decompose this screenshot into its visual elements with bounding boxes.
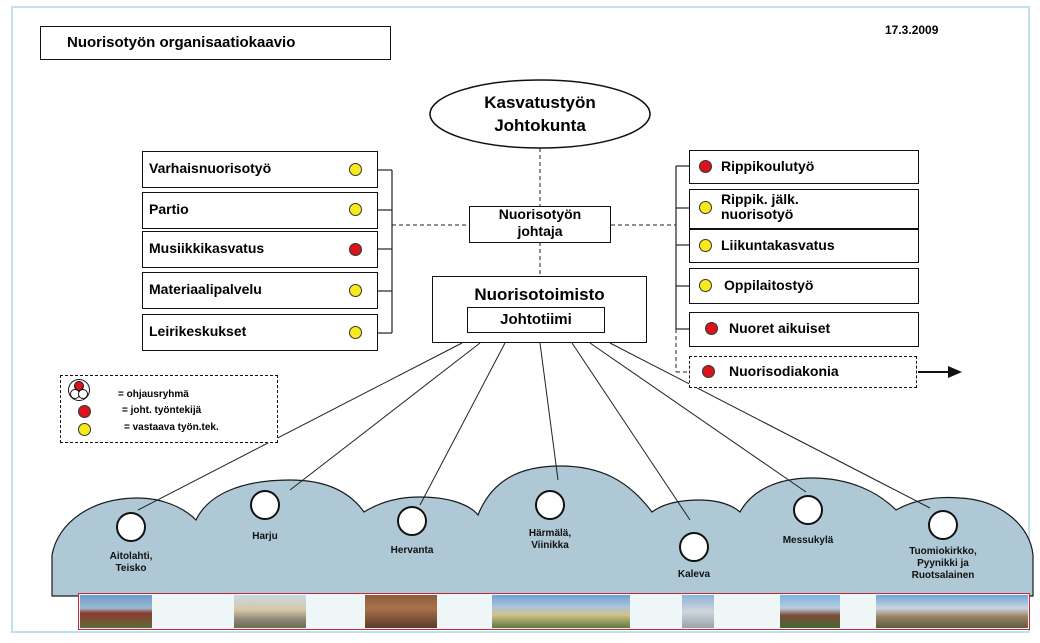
red-marker-icon — [705, 322, 718, 335]
unit-label: Musiikkikasvatus — [149, 240, 265, 256]
unit-label-line-1: Rippik. jälk. — [721, 191, 799, 207]
yellow-marker-icon — [349, 284, 362, 297]
unit-partio — [142, 192, 378, 229]
board-ellipse — [429, 79, 651, 149]
legend-responsible-label: = vastaava työn.tek. — [124, 422, 219, 433]
unit-label: Liikuntakasvatus — [721, 237, 835, 253]
yellow-marker-icon — [349, 163, 362, 176]
unit-label: Oppilaitostyö — [724, 277, 814, 293]
unit-materiaalipalvelu — [142, 272, 378, 309]
yellow-marker-icon — [78, 423, 91, 436]
team-label: Johtotiimi — [500, 311, 572, 328]
parish-name-line-1: Härmälä, — [528, 528, 572, 539]
unit-leirikeskukset — [142, 314, 378, 351]
steering-group-icon — [116, 512, 146, 542]
parish-name-line-1: Messukylä — [782, 535, 834, 546]
unit-rippikoulutyo — [689, 150, 919, 184]
red-marker-icon — [699, 160, 712, 173]
board-line-1: Kasvatustyön — [484, 93, 596, 112]
parish-name-line-3: Ruotsalainen — [911, 570, 975, 581]
unit-rippik-jalk-nuorisotyo — [689, 189, 919, 229]
parish-name-line-1: Harju — [252, 531, 278, 542]
chart-title: Nuorisotyön organisaatiokaavio — [67, 34, 296, 51]
unit-label: Nuorisodiakonia — [729, 363, 839, 379]
board-line-2: Johtokunta — [494, 116, 586, 135]
parish-name-line-2: Viinikka — [531, 540, 569, 551]
red-marker-icon — [702, 365, 715, 378]
team-box — [467, 307, 605, 333]
church-photo-hervanta — [365, 595, 437, 628]
unit-label: Nuoret aikuiset — [729, 320, 831, 336]
chart-title-box — [40, 26, 391, 60]
legend-box — [60, 375, 278, 443]
steering-group-icon — [250, 490, 280, 520]
unit-varhaisnuorisotyo — [142, 151, 378, 188]
steering-group-icon — [397, 506, 427, 536]
unit-label-line-2: nuorisotyö — [721, 206, 794, 222]
steering-group-icon — [68, 379, 90, 401]
unit-oppilaitostyo — [689, 268, 919, 304]
steering-group-icon — [793, 495, 823, 525]
parish-name-line-1: Tuomiokirkko, — [909, 546, 977, 557]
church-photo-kaleva — [682, 595, 714, 628]
church-photo-messukyla — [780, 595, 840, 628]
legend-lead-label: = joht. työntekijä — [122, 405, 202, 416]
parish-name-line-2: Pyynikki ja — [917, 558, 969, 569]
chart-date: 17.3.2009 — [885, 23, 939, 37]
director-line-1: Nuorisotyön — [498, 206, 582, 222]
church-photo-tuomiokirkko — [876, 595, 1028, 628]
red-marker-icon — [78, 405, 91, 418]
unit-nuoret-aikuiset — [689, 312, 919, 347]
parish-name-line-1: Kaleva — [677, 569, 711, 580]
parish-name-line-1: Hervanta — [390, 545, 434, 556]
office-title: Nuorisotoimisto — [474, 285, 605, 304]
red-marker-icon — [349, 243, 362, 256]
unit-label: Rippikoulutyö — [721, 158, 815, 174]
yellow-marker-icon — [349, 203, 362, 216]
yellow-marker-icon — [699, 239, 712, 252]
yellow-marker-icon — [349, 326, 362, 339]
unit-nuorisodiakonia — [689, 356, 917, 388]
director-box — [469, 206, 611, 243]
parish-name-line-2: Teisko — [115, 563, 147, 574]
director-line-2: johtaja — [517, 223, 563, 239]
unit-label: Partio — [149, 201, 189, 217]
church-photo-aitolahti — [80, 595, 152, 628]
steering-group-icon — [535, 490, 565, 520]
steering-group-icon — [679, 532, 709, 562]
legend-group-label: = ohjausryhmä — [118, 389, 189, 400]
unit-liikuntakasvatus — [689, 229, 919, 263]
unit-label: Materiaalipalvelu — [149, 281, 262, 297]
church-photo-harju — [234, 595, 306, 628]
unit-label: Varhaisnuorisotyö — [149, 160, 272, 176]
parish-name-line-1: Aitolahti, — [109, 551, 153, 562]
page-frame — [11, 6, 1030, 633]
parish-cloud-band — [51, 465, 1034, 597]
steering-group-icon — [928, 510, 958, 540]
yellow-marker-icon — [699, 201, 712, 214]
unit-musiikkikasvatus — [142, 231, 378, 268]
yellow-marker-icon — [699, 279, 712, 292]
church-photo-harmala — [492, 595, 630, 628]
unit-label: Leirikeskukset — [149, 323, 247, 339]
